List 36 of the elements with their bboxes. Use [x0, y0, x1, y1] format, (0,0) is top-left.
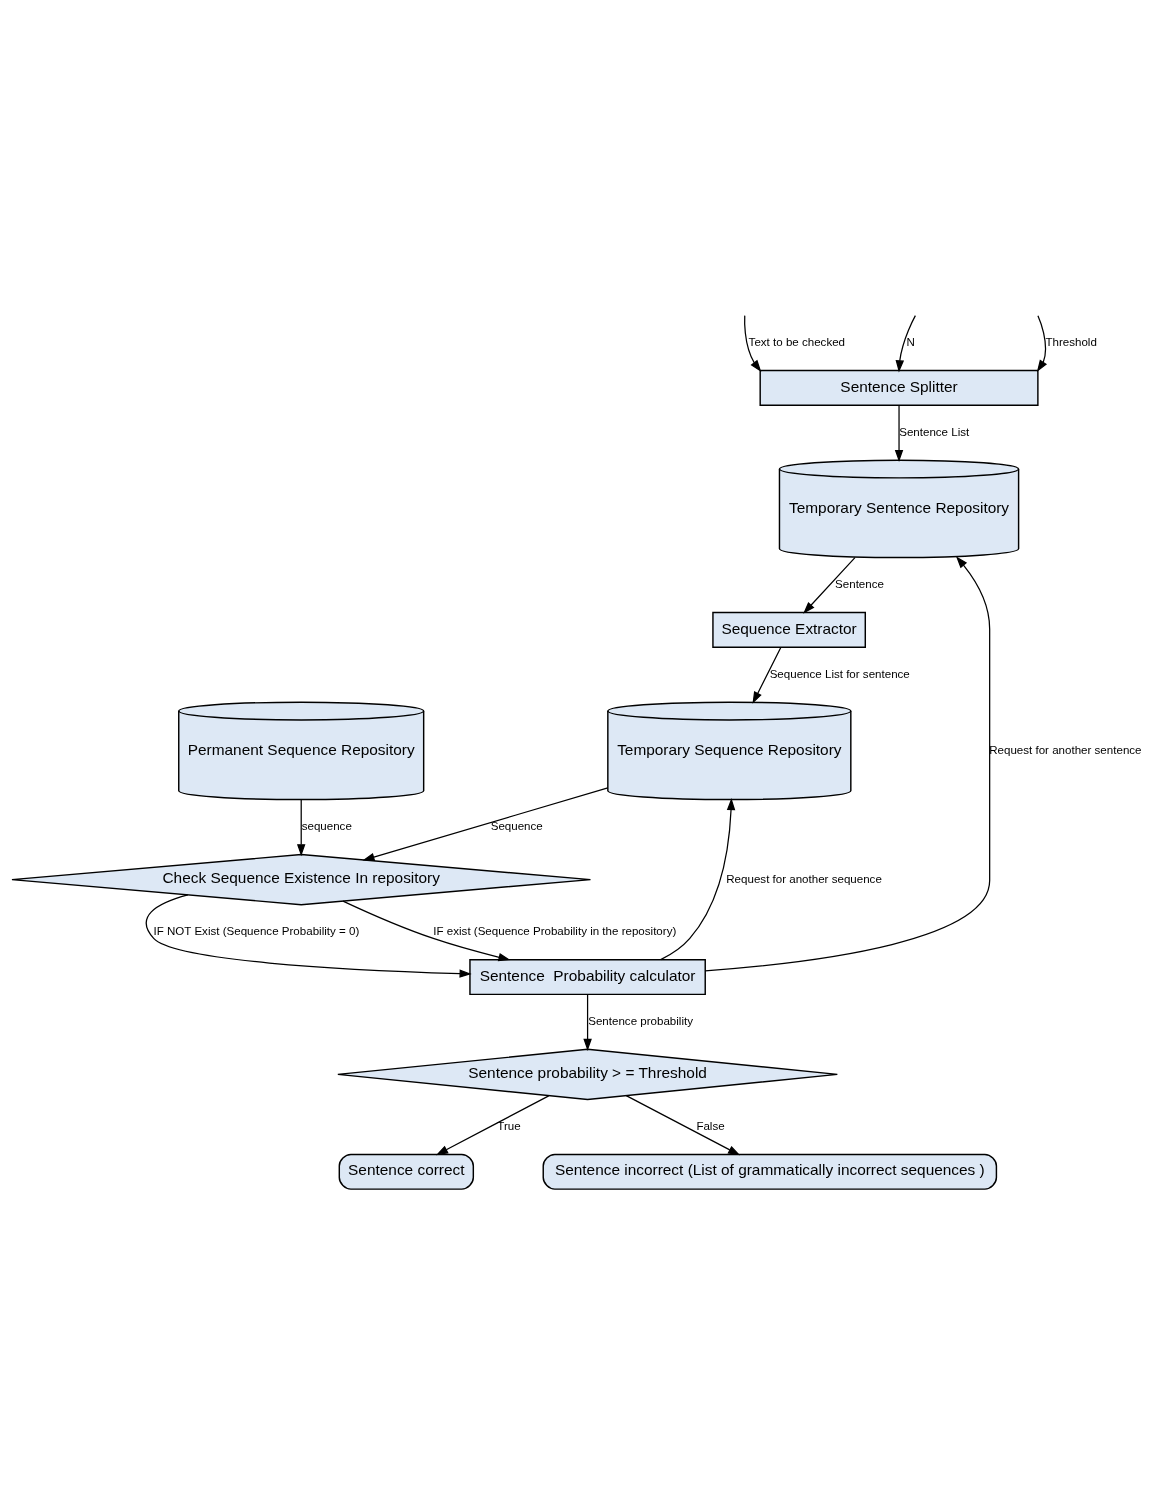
edge-label: Text to be checked — [748, 336, 846, 349]
arrow — [744, 315, 762, 372]
node-box: Sentence incorrect (List of grammatically incorrect sequences ) — [542, 1153, 998, 1190]
arrow — [342, 900, 511, 962]
arrow — [894, 404, 904, 463]
edge-label: True — [497, 1119, 521, 1132]
node-diamond: Sentence probability > = Threshold — [337, 1048, 839, 1101]
arrow — [704, 556, 991, 972]
edge-label: Sentence — [835, 578, 884, 591]
arrow — [895, 315, 916, 373]
arrow — [145, 894, 472, 978]
arrow — [1036, 315, 1048, 373]
edge-label: Threshold — [1045, 336, 1097, 349]
edge-label: False — [696, 1119, 725, 1132]
edge-label: Request for another sentence — [989, 743, 1142, 756]
edge-label: Sentence probability — [588, 1014, 694, 1027]
edge-label: Sequence List for sentence — [769, 667, 910, 680]
node-box: Sentence correct — [338, 1153, 475, 1190]
arrow — [625, 1095, 741, 1156]
node-box: Sequence Extractor — [712, 611, 866, 648]
edge-label: Sentence List — [899, 425, 970, 438]
arrow — [362, 787, 609, 862]
edge-label: IF NOT Exist (Sequence Probability = 0) — [153, 925, 360, 938]
node-box: Sentence Splitter — [759, 369, 1039, 406]
node-box: Sentence Probability calculator — [469, 958, 706, 996]
arrow — [583, 993, 592, 1052]
edge-label: Sequence — [490, 820, 543, 833]
arrow — [435, 1095, 550, 1156]
edge-label: sequence — [301, 820, 352, 833]
arrow — [296, 799, 306, 857]
arrow — [752, 646, 782, 704]
arrow — [660, 798, 736, 961]
edge-label: Request for another sequence — [726, 872, 882, 885]
arrow — [803, 556, 856, 614]
edge-label: N — [906, 336, 915, 349]
edge-label: IF exist (Sequence Probability in the repository) — [433, 925, 677, 938]
